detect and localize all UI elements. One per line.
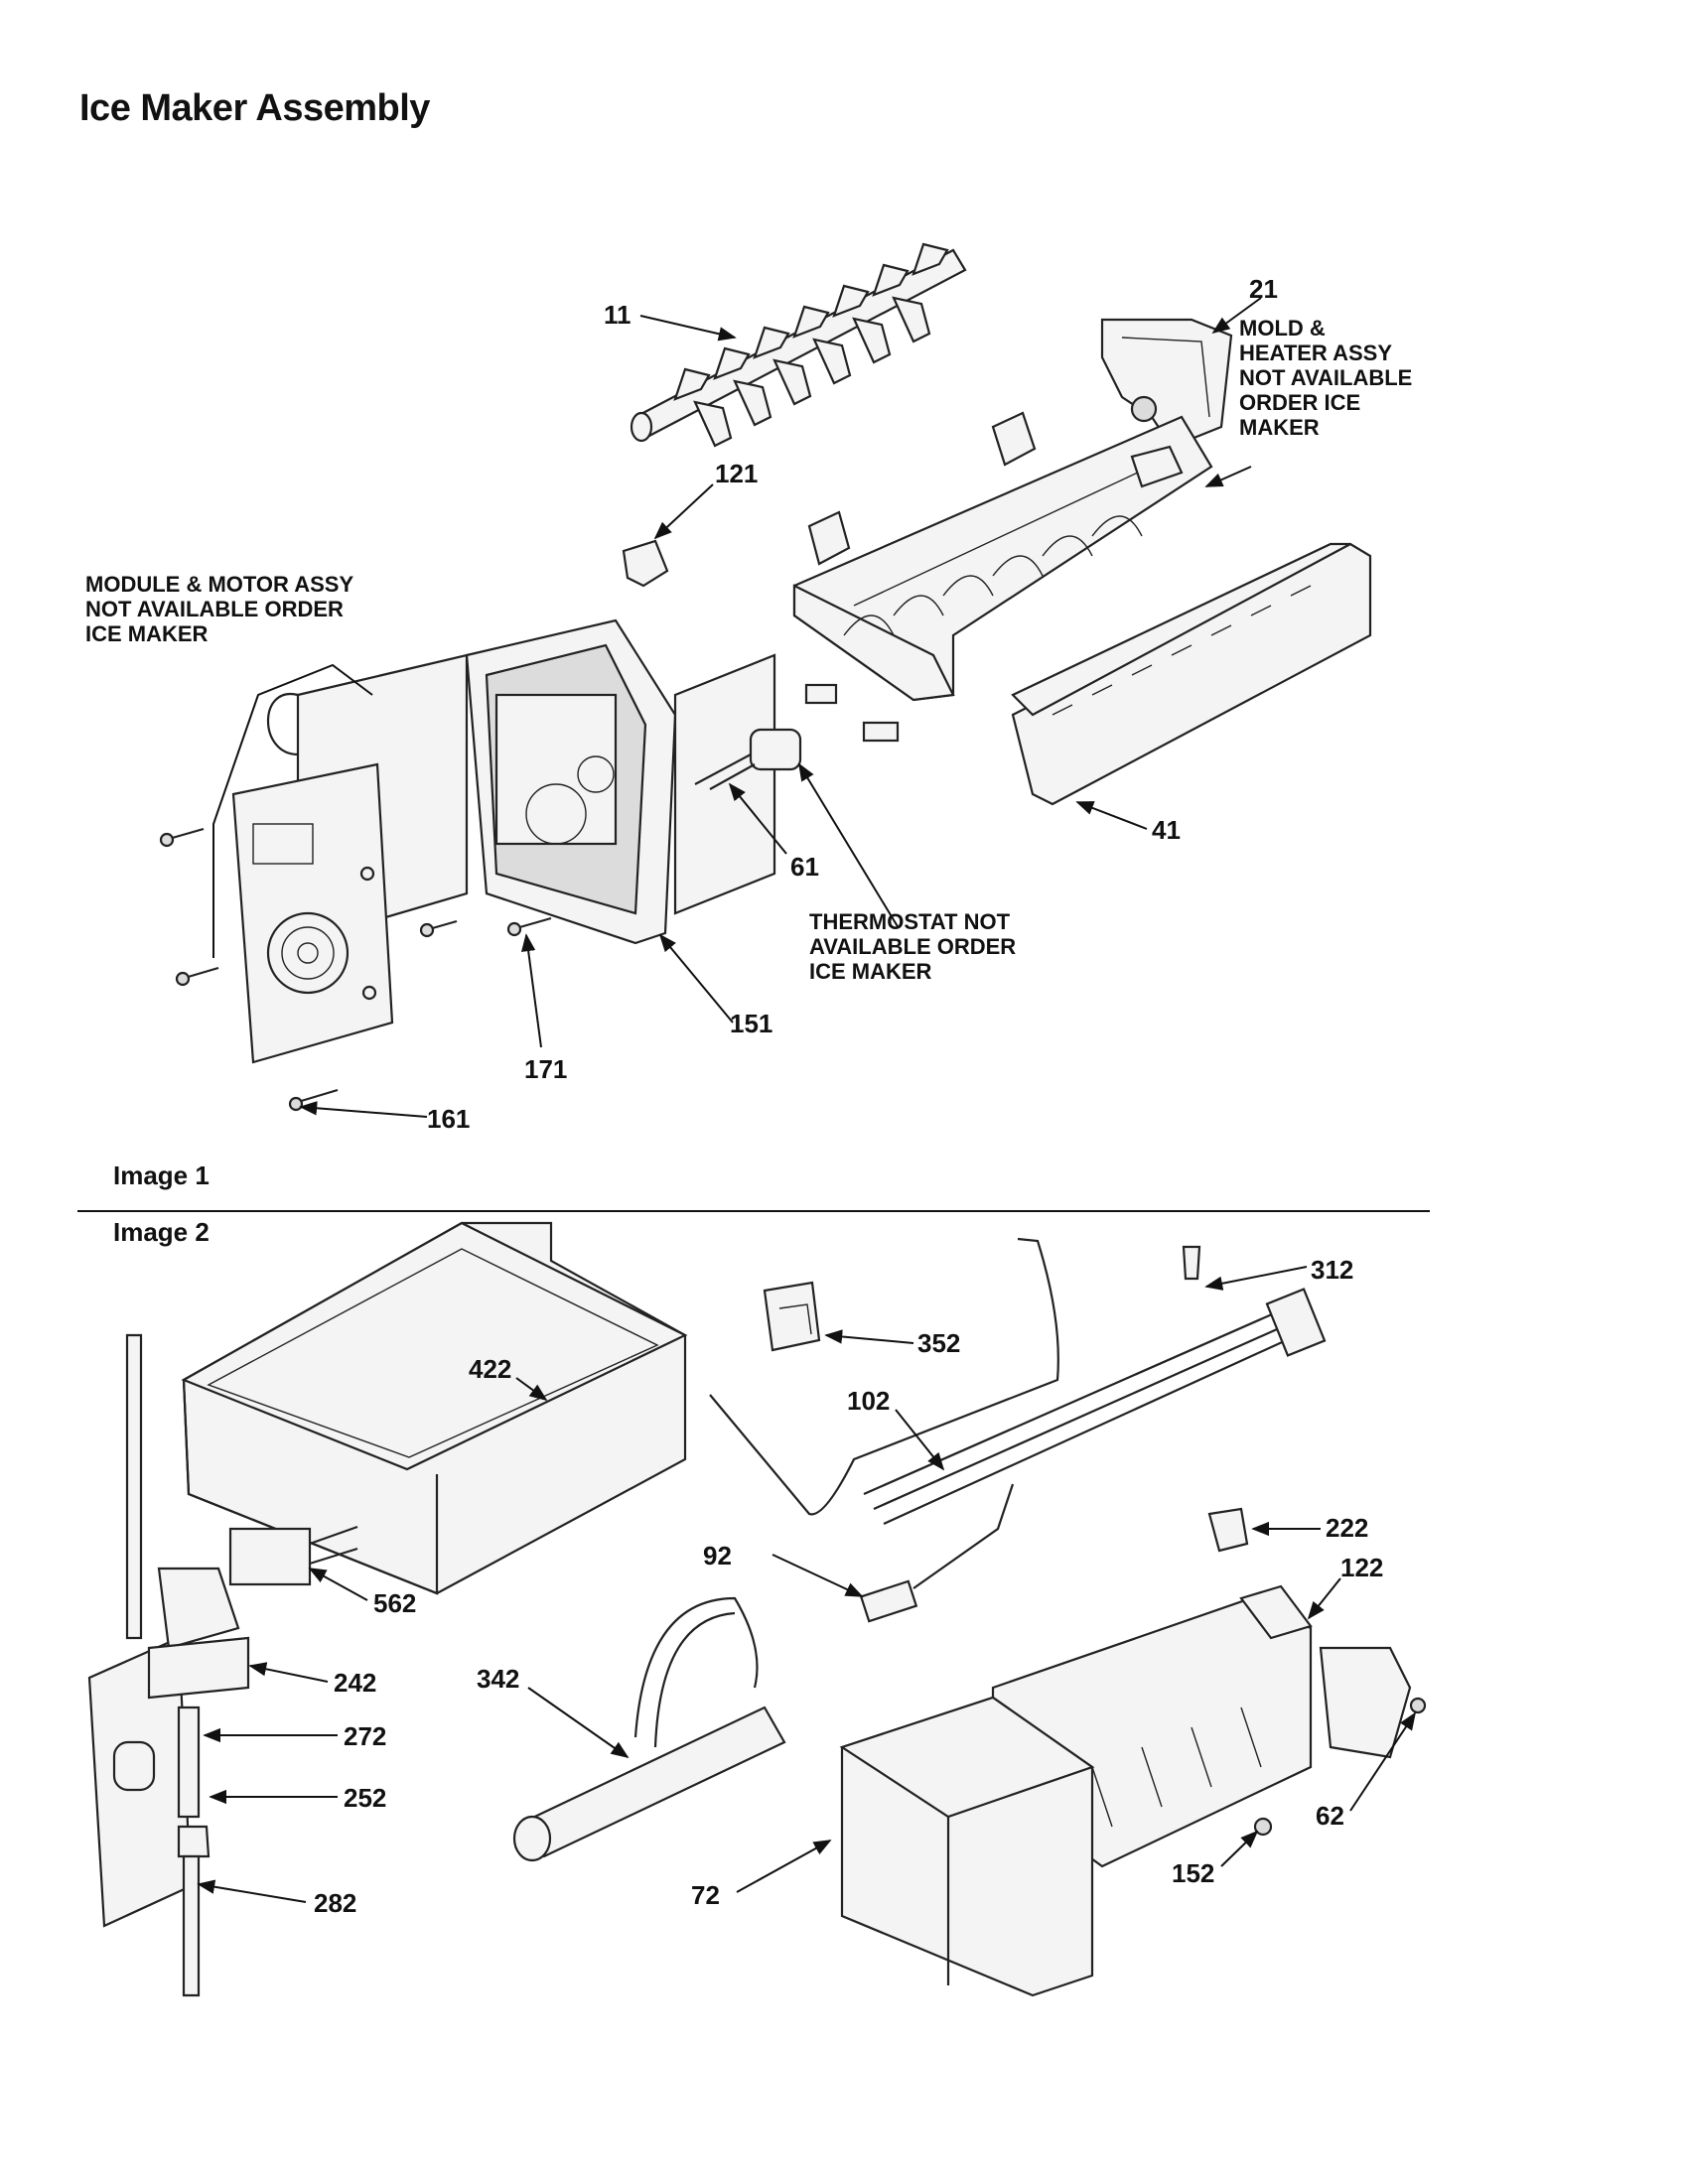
- module-housing-part-151: [465, 618, 776, 945]
- thermostat-part: [694, 683, 900, 790]
- front-cover-part-72: [839, 1696, 1095, 1997]
- callout-62: 62: [1316, 1801, 1344, 1831]
- shroud-part-41: [1011, 542, 1372, 806]
- wire-harness-part-92: [859, 1288, 1327, 1623]
- callout-102: 102: [847, 1386, 890, 1416]
- callout-121: 121: [715, 459, 758, 488]
- callout-11: 11: [604, 300, 632, 330]
- note-thermostat-2: AVAILABLE ORDER: [809, 934, 1016, 959]
- callout-342: 342: [477, 1664, 519, 1694]
- fill-tube-wire-part-102: [709, 1237, 1059, 1516]
- note-mold-1: MOLD &: [1239, 316, 1326, 341]
- section-label-image-2: Image 2: [113, 1217, 210, 1247]
- screw-set: [159, 827, 552, 1112]
- callout-61: 61: [790, 852, 819, 882]
- callout-72: 72: [691, 1880, 720, 1910]
- clip-part-121: [622, 539, 669, 588]
- callout-151: 151: [730, 1009, 772, 1038]
- note-mold-3: NOT AVAILABLE: [1239, 365, 1412, 390]
- mold-heater-assembly: [792, 411, 1213, 702]
- front-plate: [231, 762, 394, 1064]
- note-thermostat-3: ICE MAKER: [809, 959, 932, 984]
- callout-152: 152: [1172, 1858, 1214, 1888]
- callout-272: 272: [344, 1721, 386, 1751]
- callout-161: 161: [427, 1104, 470, 1134]
- callout-41: 41: [1152, 815, 1181, 845]
- note-module-3: ICE MAKER: [85, 621, 209, 646]
- callout-92: 92: [703, 1541, 732, 1570]
- callout-242: 242: [334, 1668, 376, 1698]
- bracket-part-21: [1100, 318, 1233, 449]
- callout-252: 252: [344, 1783, 386, 1813]
- callout-422: 422: [469, 1354, 511, 1384]
- note-module-2: NOT AVAILABLE ORDER: [85, 597, 344, 621]
- clip-part-222: [1207, 1507, 1249, 1553]
- plug-part-312: [1182, 1245, 1201, 1281]
- water-valve-assembly: [87, 1333, 358, 1997]
- clip-part-352: [763, 1281, 821, 1352]
- ejector-part: [630, 242, 967, 448]
- callout-222: 222: [1326, 1513, 1368, 1543]
- callout-562: 562: [373, 1588, 416, 1618]
- note-mold-5: MAKER: [1239, 415, 1320, 440]
- callout-171: 171: [524, 1054, 567, 1084]
- ice-bucket-part-422: [181, 1221, 688, 1595]
- fill-tube-part-342: [512, 1596, 786, 1862]
- callout-21: 21: [1249, 274, 1278, 304]
- callout-122: 122: [1340, 1553, 1383, 1582]
- callout-282: 282: [314, 1888, 356, 1918]
- note-thermostat-1: THERMOSTAT NOT: [809, 909, 1011, 934]
- callout-352: 352: [917, 1328, 960, 1358]
- callout-312: 312: [1311, 1255, 1353, 1285]
- section-label-image-1: Image 1: [113, 1160, 210, 1190]
- note-mold-4: ORDER ICE: [1239, 390, 1360, 415]
- page-title: Ice Maker Assembly: [79, 87, 430, 129]
- note-mold-2: HEATER ASSY: [1239, 341, 1392, 365]
- note-module-1: MODULE & MOTOR ASSY: [85, 572, 353, 597]
